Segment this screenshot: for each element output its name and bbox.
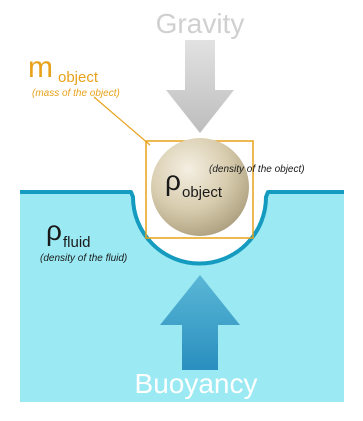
object-rho-symbol: ρ xyxy=(165,165,181,196)
fluid-density-description: (density of the fluid) xyxy=(40,253,127,264)
object-density-description: (density of the object) xyxy=(209,164,305,175)
gravity-arrow xyxy=(166,40,234,133)
object-ball xyxy=(151,138,249,236)
buoyancy-label: Buoyancy xyxy=(135,368,258,399)
fluid-surface-line xyxy=(20,190,344,266)
gravity-label: Gravity xyxy=(156,8,245,39)
mass-leader-line xyxy=(93,96,151,146)
object-rho-subscript: object xyxy=(182,184,223,201)
fluid-body xyxy=(20,192,344,402)
mass-description: (mass of the object) xyxy=(32,88,120,99)
mass-symbol: m xyxy=(28,51,53,84)
mass-subscript: object xyxy=(58,69,99,86)
fluid-rho-symbol: ρ xyxy=(46,215,62,246)
fluid-rho-subscript: fluid xyxy=(63,234,91,251)
buoyancy-arrow xyxy=(160,275,240,370)
